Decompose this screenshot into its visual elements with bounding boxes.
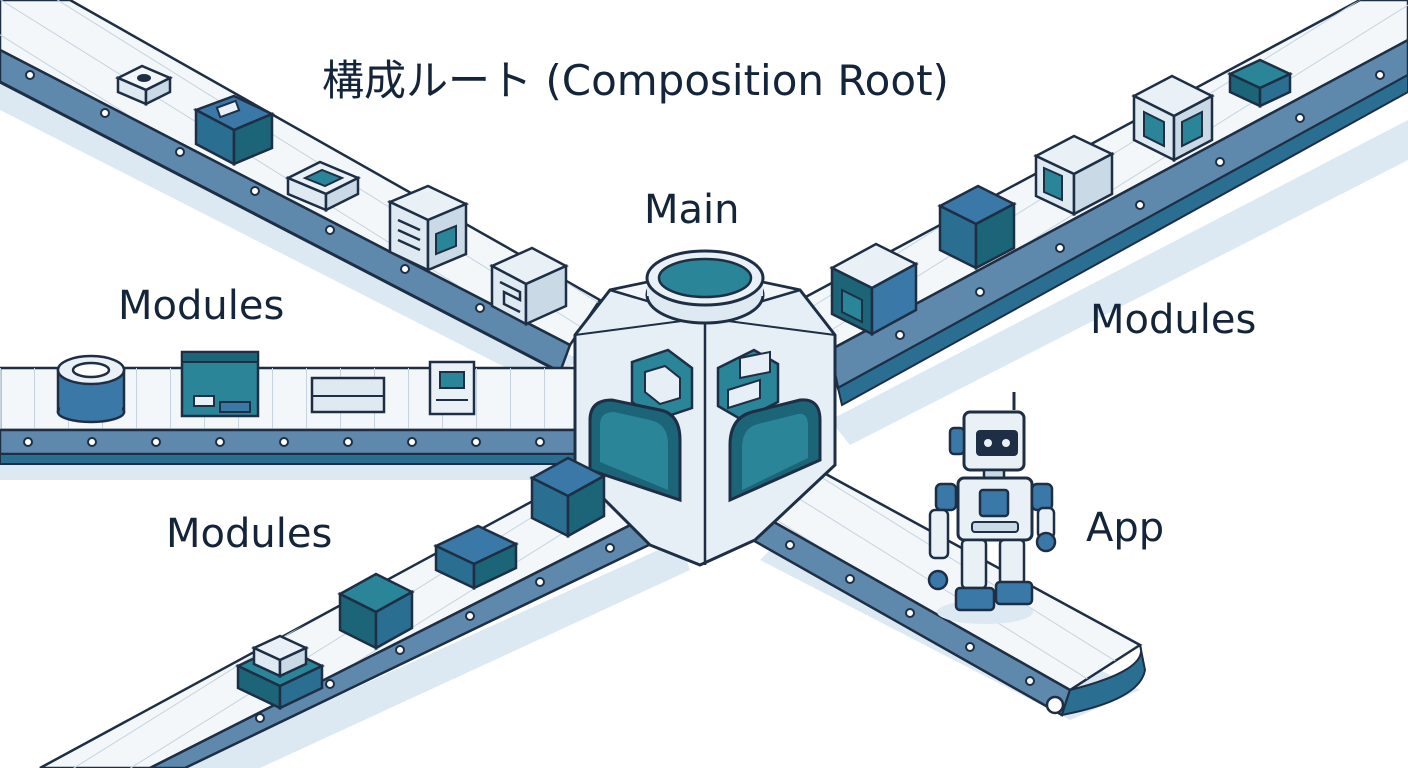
module-left-3 [310, 376, 386, 414]
module-top-right-2 [937, 184, 1017, 271]
module-bottom-1 [529, 456, 607, 539]
app-label: App [1086, 505, 1165, 551]
module-bottom-4 [235, 634, 325, 710]
module-bottom-2 [433, 524, 519, 590]
modules-label-bottom: Modules [166, 511, 333, 557]
hub-label: Main [644, 187, 740, 233]
module-top-left-5 [489, 246, 569, 327]
module-left-2 [180, 350, 260, 418]
module-left-1 [56, 354, 126, 424]
module-top-right-3 [1033, 134, 1115, 217]
module-left-4 [428, 360, 476, 416]
modules-label-right: Modules [1090, 297, 1257, 343]
modules-label-left: Modules [118, 283, 285, 329]
module-top-left-3 [285, 160, 361, 213]
module-top-right-4 [1131, 74, 1215, 163]
diagram-title: 構成ルート (Composition Root) [322, 56, 949, 105]
module-top-right-5 [1227, 58, 1293, 108]
hub-machine [573, 249, 837, 567]
hub-right-emblem [716, 348, 780, 422]
hub-left-opening [588, 398, 682, 503]
module-bottom-3 [337, 572, 415, 651]
hub-right-opening [728, 398, 822, 503]
module-top-right-1 [829, 242, 919, 337]
app-robot-icon [927, 392, 1057, 624]
hub-left-emblem [630, 348, 694, 422]
module-top-left-4 [386, 184, 470, 272]
module-top-left-2 [192, 94, 276, 167]
hub-top-ring [645, 249, 765, 325]
module-top-left-1 [115, 64, 173, 107]
